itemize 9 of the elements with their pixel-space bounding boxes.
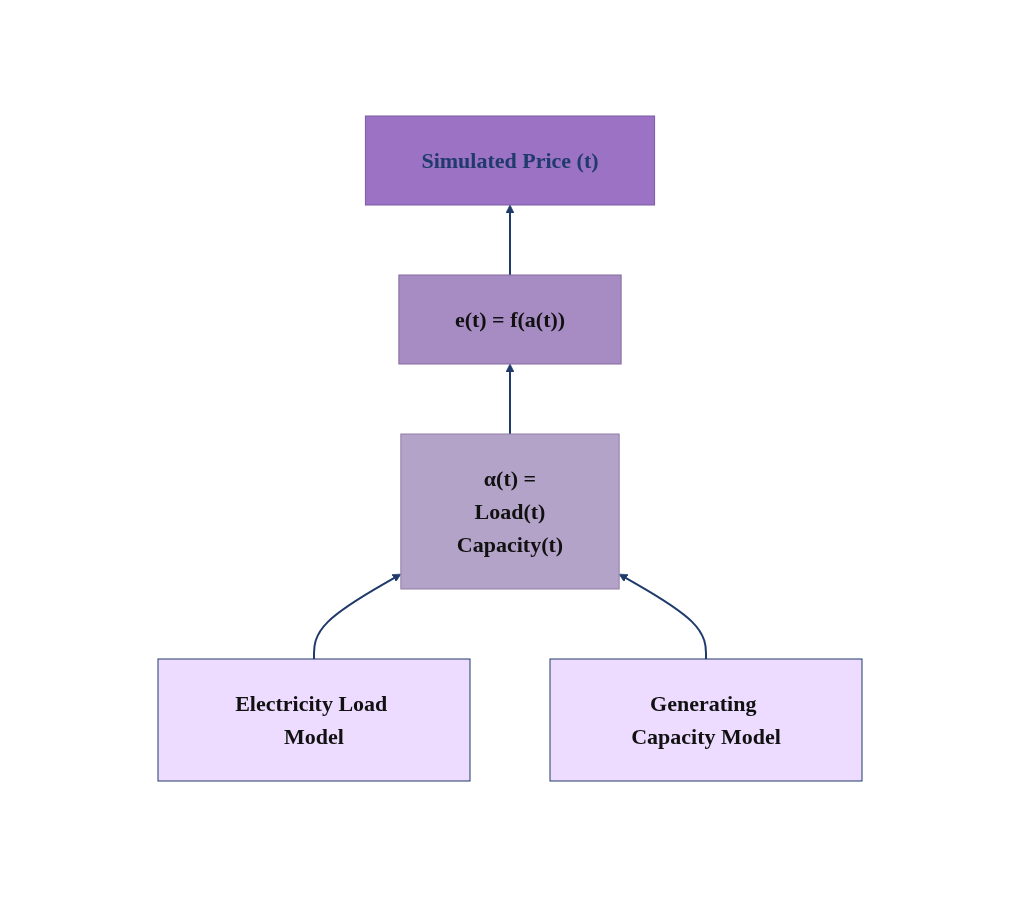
arrow — [313, 573, 402, 660]
node-box: Generating Capacity Model — [549, 658, 863, 782]
node-box: α(t) = Load(t) Capacity(t) — [400, 433, 620, 590]
node-box: Simulated Price (t) — [364, 115, 656, 206]
arrow — [505, 363, 515, 435]
node-box: e(t) = f(a(t)) — [398, 274, 622, 365]
arrow — [618, 573, 707, 660]
arrow — [505, 204, 515, 276]
node-box: Electricity Load Model — [157, 658, 471, 782]
